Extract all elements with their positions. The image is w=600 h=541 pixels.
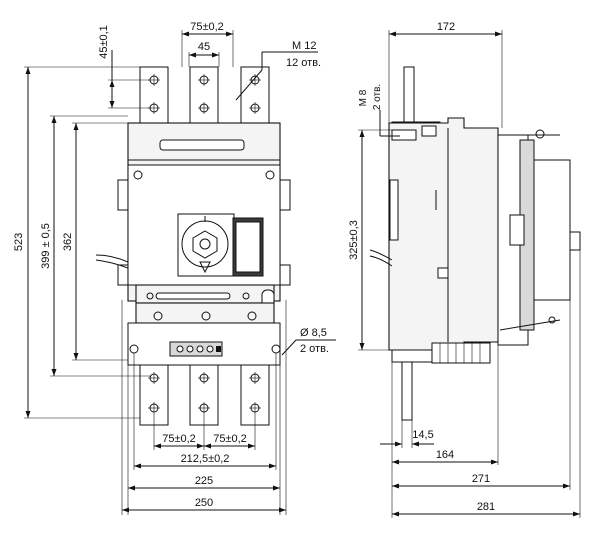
dim-212-5: 212,5±0,2 (181, 453, 230, 465)
side-aux-wire (369, 249, 393, 261)
dim-523: 523 (13, 233, 25, 251)
side-view: 172 325±0,3 14,5 164 271 281 М 8 2 отв. (348, 21, 581, 518)
callout-m12-thread: М 12 (292, 40, 316, 52)
callout-m8-holes: 2 отв. (372, 84, 383, 110)
dim-45-top: 45 (198, 41, 210, 53)
callout-hole-dia: Ø 8,5 (300, 327, 327, 339)
callout-m12-holes: 12 отв. (286, 57, 321, 69)
m12-hole-icon (148, 74, 261, 114)
callout-m8-thread: М 8 (358, 89, 369, 106)
dim-164: 164 (436, 449, 454, 461)
front-view: 75±0,2 45 45±0,1 523 399 ± 0,5 362 75±0,… (13, 21, 336, 515)
slide-slot (155, 292, 231, 300)
dim-281: 281 (477, 501, 495, 513)
front-extension-lines (24, 30, 287, 515)
rotary-handle-icon (177, 213, 235, 277)
side-extension-lines (358, 30, 581, 518)
dim-75-right: 75±0,2 (213, 433, 247, 445)
callout-hole-count: 2 отв. (300, 343, 329, 355)
dim-172: 172 (437, 21, 455, 33)
side-top-bar (403, 66, 415, 128)
dim-250: 250 (195, 497, 213, 509)
dim-14-5: 14,5 (412, 429, 433, 441)
dim-225: 225 (195, 475, 213, 487)
aux-wire (95, 254, 129, 263)
top-terminals (139, 66, 270, 124)
dim-362: 362 (62, 233, 74, 251)
side-bottom-bar (401, 361, 413, 421)
side-body (388, 117, 499, 351)
dim-75-top: 75±0,2 (190, 21, 224, 33)
dim-271: 271 (472, 473, 490, 485)
dim-325: 325±0,3 (348, 220, 360, 260)
bottom-terminals (139, 364, 270, 426)
dim-399: 399 ± 0,5 (40, 223, 52, 269)
dim-75-left: 75±0,2 (162, 433, 196, 445)
top-slot (159, 139, 245, 151)
dim-45-pitch: 45±0,1 (98, 25, 110, 59)
